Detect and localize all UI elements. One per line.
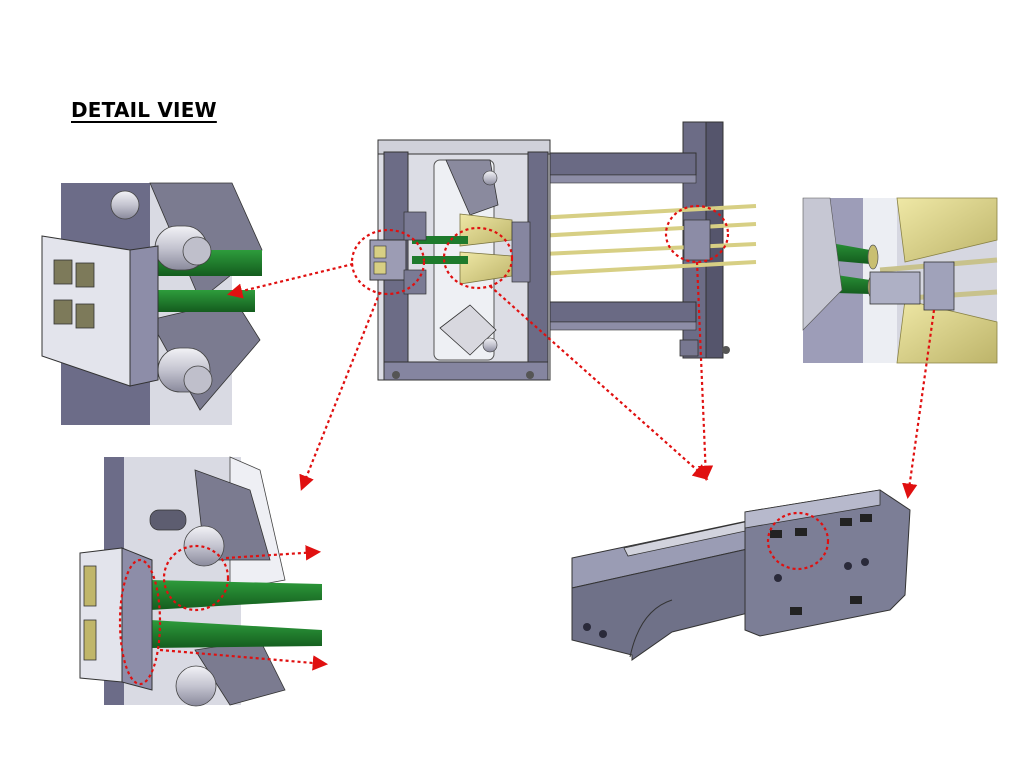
arrow-to-bottom-left	[299, 291, 382, 491]
callout-circle-connector	[350, 228, 426, 296]
main-callouts	[350, 204, 730, 296]
arrow-rear-to-block	[695, 261, 714, 482]
page-title: DETAIL VIEW	[71, 98, 217, 122]
callout-circle-slot	[118, 558, 162, 686]
callout-circle-block	[766, 511, 830, 571]
detail-bottom-left	[79, 456, 322, 707]
arrow-horn-to-block	[489, 285, 709, 481]
main-assembly	[350, 121, 757, 381]
callout-circle-rear-block	[664, 204, 730, 264]
front-frame	[369, 139, 730, 381]
arrow-top-right-to-block	[902, 309, 936, 500]
detail-top-right	[802, 197, 998, 364]
leader-arrows	[159, 261, 936, 671]
detail-top-left	[41, 182, 263, 425]
callout-circle-horn	[442, 226, 514, 290]
callout-circle-bolt	[162, 544, 230, 612]
detail-bottom-right	[571, 489, 911, 661]
